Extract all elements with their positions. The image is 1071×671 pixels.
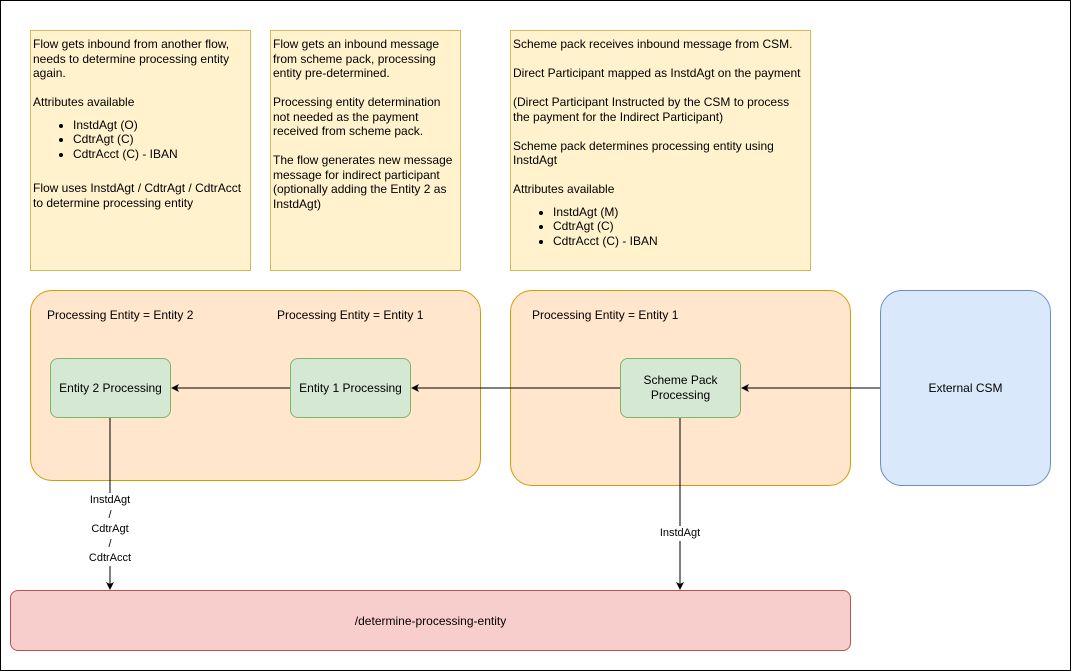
edge-label-entity-2-attributes: InstdAgt / CdtrAgt / CdtrAcct xyxy=(82,493,138,566)
node-entity-2-processing[interactable]: Entity 2 Processing xyxy=(50,358,171,418)
node-entity-2-label: Entity 2 Processing xyxy=(59,380,162,395)
node-entity-1-processing[interactable]: Entity 1 Processing xyxy=(290,358,411,418)
group-label-entity-2: Processing Entity = Entity 2 xyxy=(47,308,194,322)
attribute-item: CdtrAcct (C) - IBAN xyxy=(73,147,248,162)
node-determine-processing-entity[interactable]: /determine-processing-entity xyxy=(10,590,851,651)
attribute-item: CdtrAgt (C) xyxy=(553,219,808,234)
edge-label-line: CdtrAcct xyxy=(88,552,132,564)
edge-label-scheme-instdagt: InstdAgt xyxy=(656,526,704,541)
note-csm-para4: Scheme pack determines processing entity… xyxy=(513,138,774,168)
edge-label-text: InstdAgt xyxy=(659,527,701,539)
note-csm-para3: (Direct Participant Instructed by the CS… xyxy=(513,95,790,124)
note-scheme-pack-para1: Flow gets an inbound message from scheme… xyxy=(273,37,440,80)
note-scheme-pack-inbound: Flow gets an inbound message from scheme… xyxy=(270,30,461,271)
attribute-item: CdtrAgt (C) xyxy=(73,132,248,147)
attribute-item: InstdAgt (M) xyxy=(553,205,808,220)
note-inbound-flow: Flow gets inbound from another flow, nee… xyxy=(30,30,251,271)
group-label-scheme-entity-1: Processing Entity = Entity 1 xyxy=(532,308,679,322)
note-csm-attribute-list: InstdAgt (M) CdtrAgt (C) CdtrAcct (C) - … xyxy=(513,205,808,249)
note-inbound-flow-footer: Flow uses InstdAgt / CdtrAgt / CdtrAcct … xyxy=(33,181,242,210)
note-inbound-flow-attribute-list: InstdAgt (O) CdtrAgt (C) CdtrAcct (C) - … xyxy=(33,118,248,162)
node-entity-1-label: Entity 1 Processing xyxy=(299,380,402,395)
edge-label-line: CdtrAgt xyxy=(91,523,129,535)
node-external-csm[interactable]: External CSM xyxy=(880,290,1051,486)
node-scheme-pack-label: Scheme Pack Processing xyxy=(643,373,718,402)
note-scheme-pack-para3: The flow generates new message message f… xyxy=(273,153,453,211)
edge-label-line: / xyxy=(108,508,112,521)
attribute-item: CdtrAcct (C) - IBAN xyxy=(553,234,808,249)
node-external-csm-label: External CSM xyxy=(928,381,1003,395)
note-csm-para1: Scheme pack receives inbound message fro… xyxy=(513,37,793,51)
note-csm-para2: Direct Participant mapped as InstdAgt on… xyxy=(513,66,801,80)
note-inbound-flow-text: Flow gets inbound from another flow, nee… xyxy=(33,37,230,80)
node-scheme-pack-processing[interactable]: Scheme Pack Processing xyxy=(620,358,741,418)
group-label-entity-1: Processing Entity = Entity 1 xyxy=(277,308,424,322)
note-csm-attributes-heading: Attributes available xyxy=(513,182,615,196)
edge-label-line: / xyxy=(108,537,112,550)
note-inbound-flow-attributes-heading: Attributes available xyxy=(33,95,135,109)
attribute-item: InstdAgt (O) xyxy=(73,118,248,133)
edge-label-line: InstdAgt xyxy=(89,494,131,506)
note-csm-inbound: Scheme pack receives inbound message fro… xyxy=(510,30,811,271)
note-scheme-pack-para2: Processing entity determination not need… xyxy=(273,95,441,138)
node-endpoint-label: /determine-processing-entity xyxy=(354,613,507,628)
